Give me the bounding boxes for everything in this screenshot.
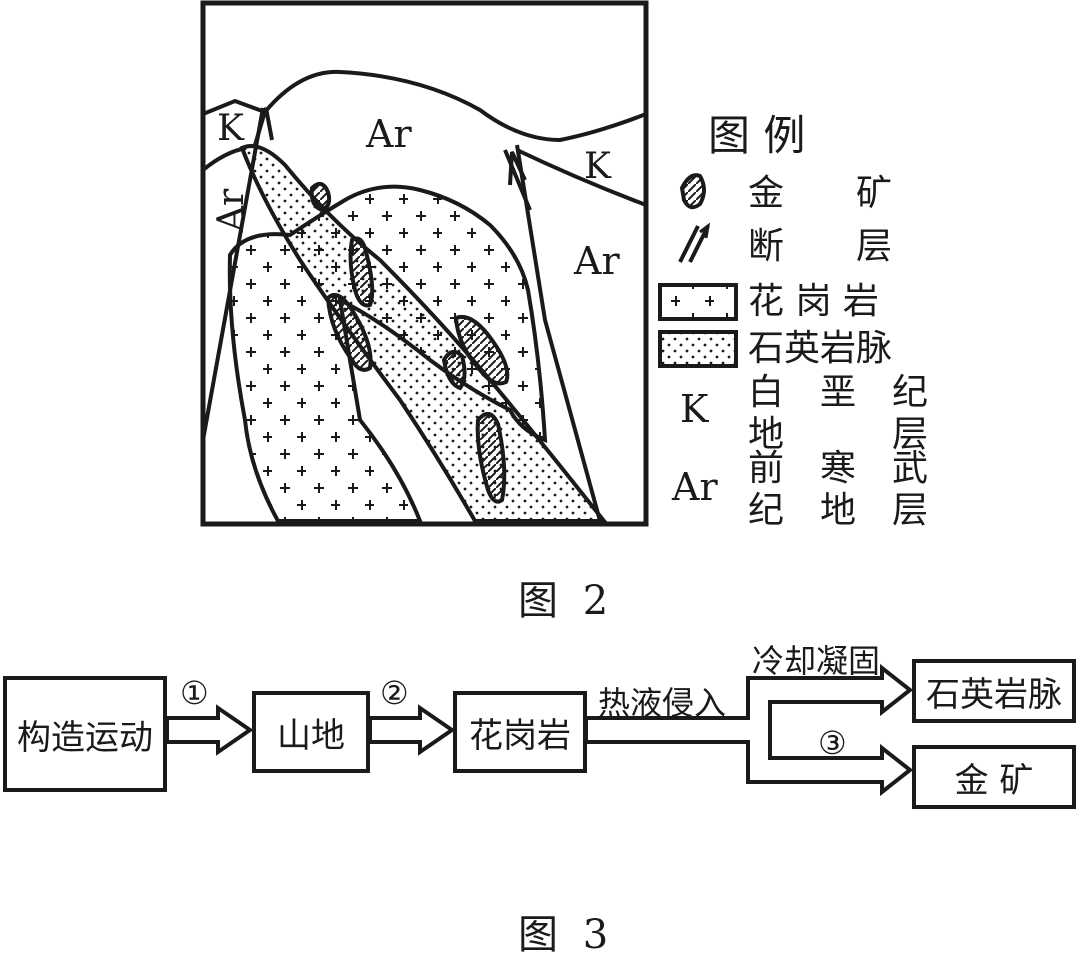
arrow-split <box>584 663 914 797</box>
legend-k-line2: 地 层 <box>748 414 928 455</box>
fault-left-arrow <box>253 107 274 146</box>
legend-granite-label: 花 岗 岩 <box>748 281 879 322</box>
label-ar-top: Ar <box>365 112 412 156</box>
label-ar-right: Ar <box>573 239 620 283</box>
box-mountain: 山地 <box>252 691 370 773</box>
k-boundary-left <box>203 98 266 116</box>
legend-fault-icon <box>678 222 711 263</box>
legend-k-symbol: K <box>680 387 709 431</box>
gold-ore <box>441 349 467 391</box>
k-left-lower-boundary <box>203 146 247 172</box>
gold-ore <box>453 315 510 386</box>
gold-ore <box>309 181 332 213</box>
ar-upper-boundary <box>263 69 646 143</box>
flow-arrows <box>165 663 914 797</box>
legend: 图 例 金 矿 断 层 花 岗 岩 石英岩脉 K 白 垩 纪 地 层 Ar 前 … <box>658 111 928 531</box>
gold-ore <box>325 293 373 372</box>
box-quartz-vein: 石英岩脉 <box>912 659 1076 723</box>
legend-ar-symbol: Ar <box>671 465 718 509</box>
fault-right-arrow <box>508 151 527 186</box>
arrow-1 <box>165 704 254 756</box>
map-frame <box>200 0 649 527</box>
gold-ore <box>348 236 375 308</box>
label-ar-left: Ar <box>211 188 252 233</box>
legend-ar-line2: 纪 地 层 <box>748 490 928 531</box>
gold-ore <box>475 412 507 504</box>
label-hydrothermal-intrusion: 热液侵入 <box>598 684 727 722</box>
geologic-map: K Ar Ar K Ar <box>203 69 646 523</box>
legend-gold-icon <box>679 173 706 210</box>
legend-fault-label: 断 层 <box>748 226 892 267</box>
legend-k-line1: 白 垩 纪 <box>748 372 928 413</box>
label-step-3: ③ <box>818 724 847 762</box>
gold-ore-bodies <box>309 181 510 504</box>
box-granite: 花岗岩 <box>453 691 587 773</box>
legend-ar-line1: 前 寒 武 <box>748 448 928 489</box>
legend-quartz-icon <box>658 330 738 368</box>
fault-right-parallel <box>503 149 532 211</box>
legend-title: 图 例 <box>708 111 805 160</box>
quartz-vein <box>239 144 609 523</box>
arrow-2 <box>368 704 456 756</box>
label-cooling-solidification: 冷却凝固 <box>752 642 881 680</box>
legend-quartz-label: 石英岩脉 <box>748 328 892 369</box>
label-step-1: ① <box>180 674 209 712</box>
label-k-left: K <box>217 108 245 149</box>
figure-3-caption: 图 3 <box>518 912 615 958</box>
label-step-2: ② <box>380 674 409 712</box>
box-gold-ore: 金 矿 <box>912 745 1076 809</box>
box-tectonic-movement: 构造运动 <box>3 676 167 792</box>
k-right-boundary <box>516 148 646 207</box>
label-k-right: K <box>584 146 612 187</box>
legend-granite-icon <box>658 283 738 321</box>
legend-gold-label: 金 矿 <box>748 173 892 214</box>
figure-2-caption: 图 2 <box>518 578 615 624</box>
